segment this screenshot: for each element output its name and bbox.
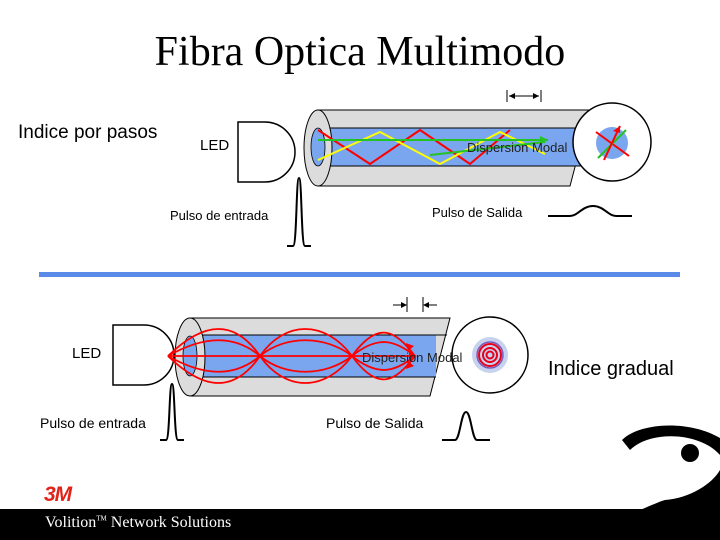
step-output-pulse [548,204,632,217]
graded-ring-outer [476,341,504,369]
graded-input-pulse-label: Pulso de entrada [40,415,146,431]
step-led-label: LED [200,137,230,154]
page-title: Fibra Optica Multimodo [154,29,566,75]
graded-led-label: LED [72,345,102,362]
graded-ring-2 [482,347,498,363]
step-dispersion-label: Dispersion Modal [467,140,568,155]
graded-dispersion-label: Dispersion Modal [362,350,463,365]
step-ray-red [317,128,511,166]
graded-ring-1 [478,343,502,367]
step-input-pulse-label: Pulso de entrada [170,208,269,223]
graded-led-shape [112,324,175,386]
footer-brand: Volition [45,514,97,531]
footer-bar [0,509,720,540]
graded-ring-3 [485,350,495,360]
section-divider [39,272,680,277]
graded-ray-3 [167,339,416,373]
3m-logo: 3M [44,483,72,506]
step-output-pulse-label: Pulso de Salida [432,205,523,220]
graded-output-pulse [442,410,490,441]
step-index-heading: Indice por pasos [18,122,158,143]
step-led-shape [237,121,296,183]
graded-index-fiber [112,297,529,441]
graded-output-pulse-label: Pulso de Salida [326,415,424,431]
volition-swoosh-logo [622,425,720,510]
graded-ray-2 [167,328,416,384]
graded-input-pulse [160,382,184,441]
graded-ray-4 [167,339,416,373]
graded-ray-1 [167,328,416,384]
footer-brand-text: VolitionTM Network Solutions [45,514,231,532]
step-index-fiber [237,90,652,247]
step-input-pulse [287,176,311,247]
graded-index-heading: Indice gradual [548,358,674,380]
footer-product: Network Solutions [106,514,232,531]
footer-trademark: TM [96,514,107,523]
